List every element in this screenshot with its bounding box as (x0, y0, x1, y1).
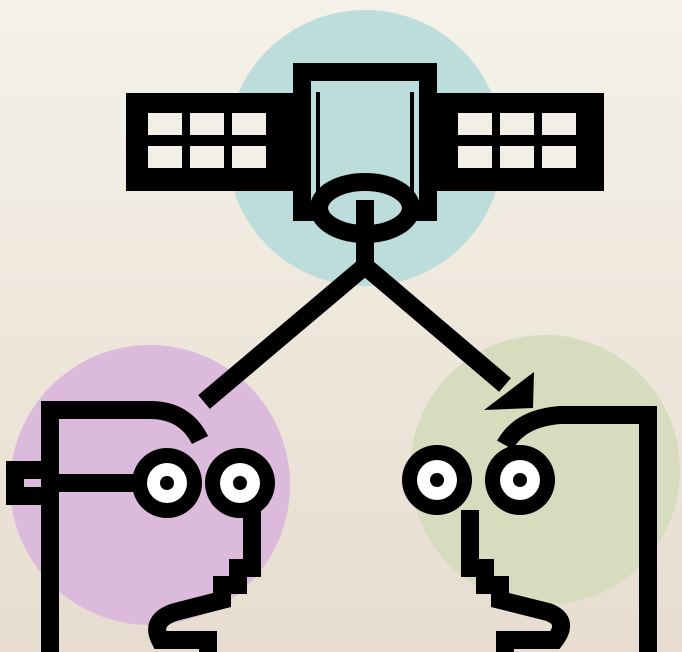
right-eye-pupil-2 (513, 473, 527, 487)
left-eye-pupil-2 (233, 476, 247, 490)
right-solar-panel (436, 93, 604, 191)
right-eye-pupil-1 (430, 473, 444, 487)
left-eye-pupil-1 (160, 476, 174, 490)
left-solar-panel (126, 93, 296, 191)
